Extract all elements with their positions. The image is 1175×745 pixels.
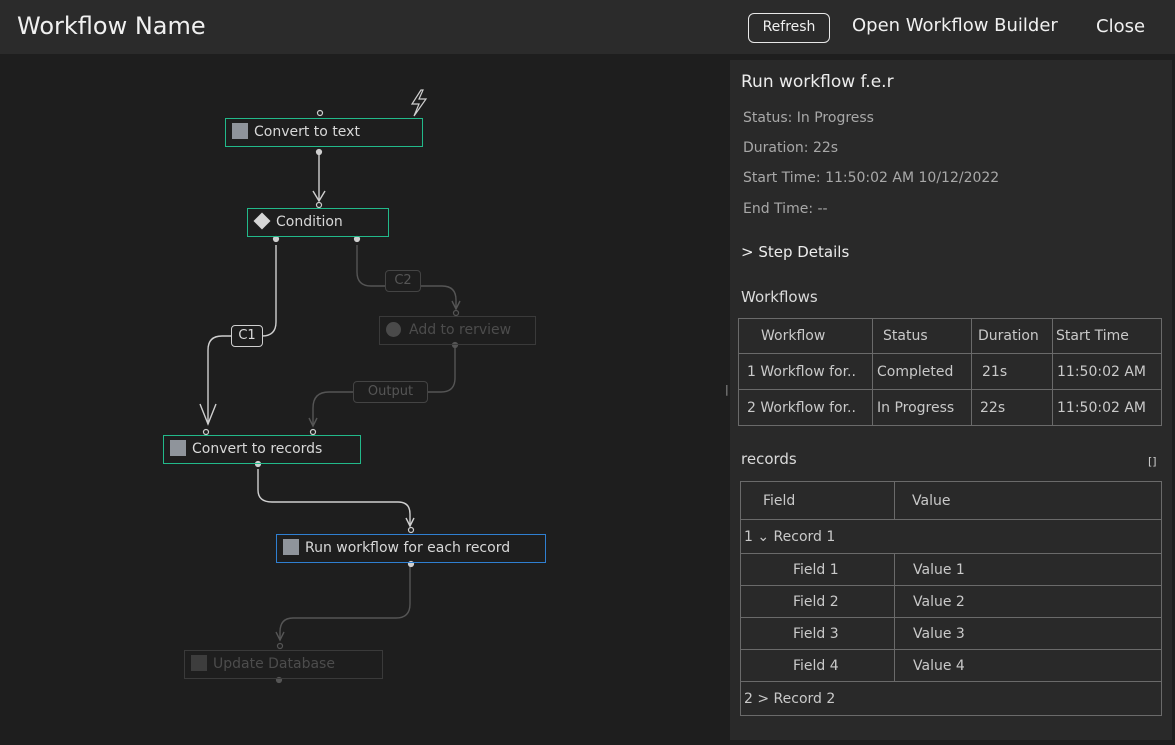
column-header[interactable]: Start Time [1052,318,1162,354]
edge-label-c2[interactable]: C2 [385,270,421,292]
edge-label-output[interactable]: Output [353,381,428,403]
records-heading: records [741,450,797,468]
edge-output-arrow [308,417,318,428]
panel-resize-handle[interactable]: || [725,383,733,396]
refresh-button[interactable]: Refresh [748,13,830,43]
status-text: Status: In Progress [743,110,874,126]
table-cell: In Progress [872,389,972,426]
end-time-text: End Time: -- [743,201,828,217]
records-table: Field Value 1 ⌄ Record 1 Field 1 Value 1… [740,481,1162,716]
edge-text-condition-arrow [312,190,326,203]
open-workflow-builder-button[interactable]: Open Workflow Builder [852,15,1058,36]
table-cell: 11:50:02 AM [1052,353,1162,390]
table-row: Field 4 Value 4 [740,649,1162,682]
field-value-cell: Value 2 [894,585,1162,618]
field-value-cell: Value 4 [894,649,1162,682]
record-1-toggle[interactable]: 1 ⌄ Record 1 [740,519,1162,554]
start-time-text: Start Time: 11:50:02 AM 10/12/2022 [743,170,1000,186]
table-cell: 2 Workflow for.. [738,389,873,426]
table-header-row: Field Value [740,481,1162,520]
field-value-cell: Value 1 [894,553,1162,586]
table-row[interactable]: 2 Workflow for.. In Progress 22s 11:50:0… [738,389,1162,426]
edge-c2-arrow [451,300,461,311]
close-button[interactable]: Close [1096,16,1146,37]
column-header[interactable]: Field [740,481,895,520]
edge-records-run [257,469,411,526]
table-row: Field 2 Value 2 [740,585,1162,618]
edge-run-update [279,566,411,640]
run-title: Run workflow f.e.r [741,72,894,92]
node-label: Convert to records [192,441,323,457]
record-2-toggle[interactable]: 2 > Record 2 [740,681,1162,716]
lightning-icon [410,89,428,117]
circle-icon [386,322,401,337]
table-row[interactable]: 1 Workflow for.. Completed 21s 11:50:02 … [738,353,1162,390]
step-details-toggle[interactable]: > Step Details [741,243,850,261]
table-cell: 22s [971,389,1053,426]
page-title: Workflow Name [17,12,206,40]
node-condition[interactable]: Condition [247,208,389,237]
node-update-database[interactable]: Update Database [184,650,383,679]
column-header[interactable]: Duration [971,318,1053,354]
record-group-row[interactable]: 1 ⌄ Record 1 [740,519,1162,554]
node-label: Condition [276,214,343,230]
table-row: Field 1 Value 1 [740,553,1162,586]
expand-icon[interactable]: [] [1148,455,1157,468]
field-name-cell: Field 3 [740,617,895,650]
edge-label-c1[interactable]: C1 [231,325,263,347]
record-group-row[interactable]: 2 > Record 2 [740,681,1162,716]
field-name-cell: Field 1 [740,553,895,586]
node-convert-to-text[interactable]: Convert to text [225,118,423,147]
workflows-heading: Workflows [741,288,818,306]
action-icon [191,655,207,671]
column-header[interactable]: Workflow [738,318,873,354]
table-header-row: Workflow Status Duration Start Time [738,318,1162,354]
node-add-to-review[interactable]: Add to rerview [379,316,536,345]
workflow-canvas[interactable]: Convert to text Condition Add to rerview… [0,54,730,745]
node-label: Convert to text [254,124,360,140]
edge-c1-arrow [199,403,217,426]
field-value-cell: Value 3 [894,617,1162,650]
action-icon [283,539,299,555]
duration-text: Duration: 22s [743,140,839,156]
edge-records-run-arrow [405,517,415,528]
action-icon [170,440,186,456]
node-run-workflow[interactable]: Run workflow for each record [276,534,546,563]
workflows-table: Workflow Status Duration Start Time 1 Wo… [738,318,1162,426]
top-bar: Workflow Name Refresh Open Workflow Buil… [0,0,1175,54]
table-cell: Completed [872,353,972,390]
node-convert-to-records[interactable]: Convert to records [163,435,361,464]
table-row: Field 3 Value 3 [740,617,1162,650]
field-name-cell: Field 2 [740,585,895,618]
column-header[interactable]: Value [894,481,1162,520]
column-header[interactable]: Status [872,318,972,354]
node-label: Add to rerview [409,322,512,338]
field-name-cell: Field 4 [740,649,895,682]
table-cell: 11:50:02 AM [1052,389,1162,426]
action-icon [232,123,248,139]
diamond-icon [253,212,271,230]
edge-run-update-arrow [275,631,285,642]
table-cell: 1 Workflow for.. [738,353,873,390]
run-details-panel: Run workflow f.e.r Status: In Progress D… [730,60,1172,740]
table-cell: 21s [971,353,1053,390]
node-label: Run workflow for each record [305,540,511,556]
node-label: Update Database [213,656,335,672]
